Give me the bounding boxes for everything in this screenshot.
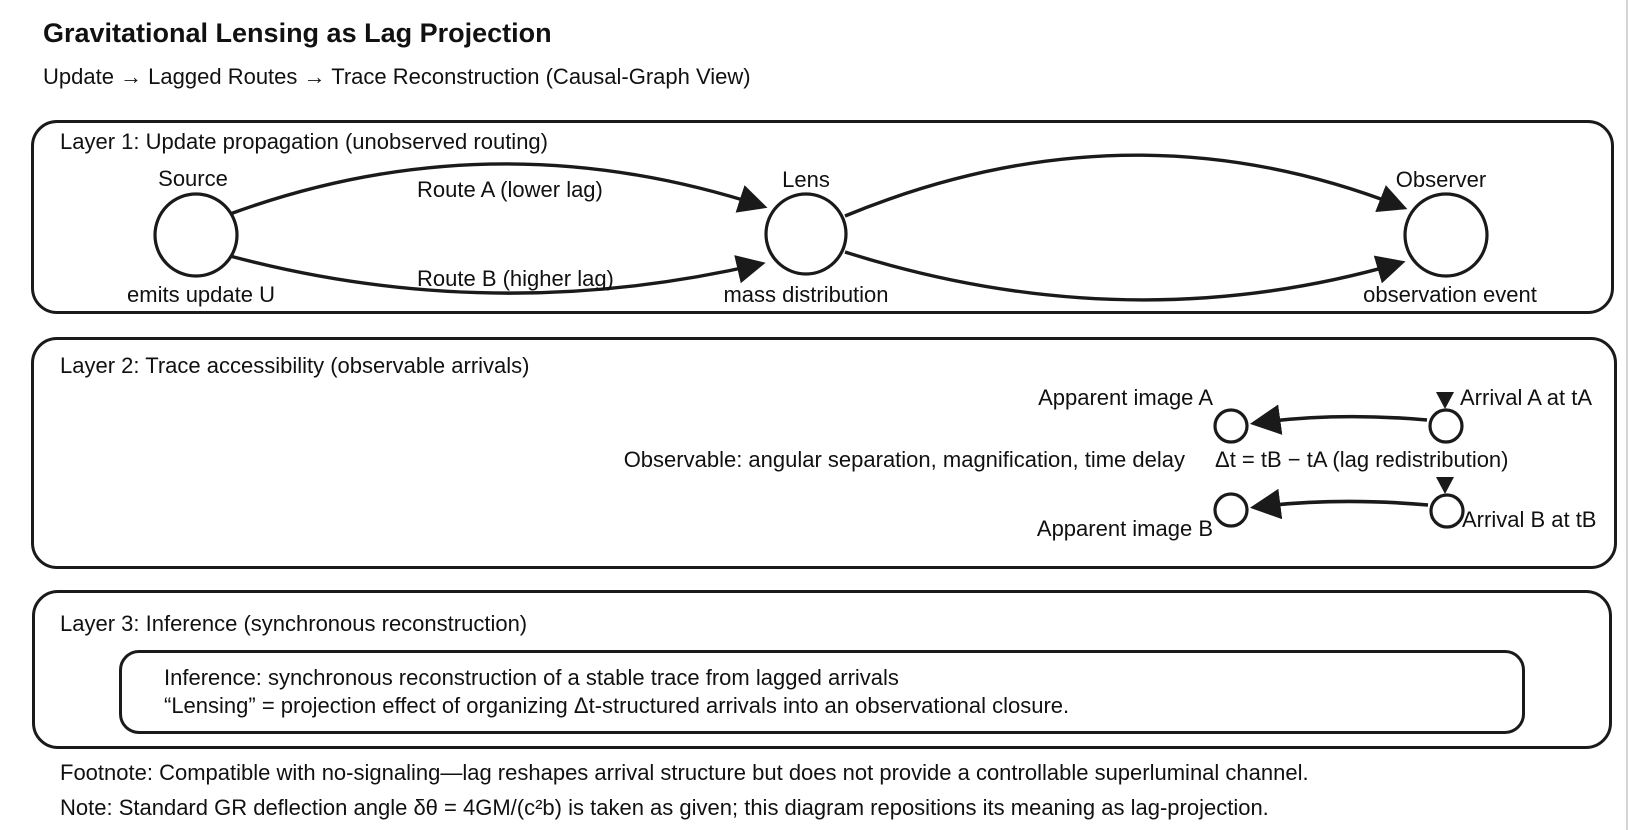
layer2-header: Layer 2: Trace accessibility (observable… <box>60 353 530 378</box>
layer1-header: Layer 1: Update propagation (unobserved … <box>60 129 548 154</box>
footnote-text: Footnote: Compatible with no-signaling—l… <box>60 760 1309 785</box>
route-b-label: Route B (higher lag) <box>417 266 614 291</box>
layer3-header: Layer 3: Inference (synchronous reconstr… <box>60 611 528 636</box>
arrival-b-label: Arrival B at tB <box>1462 507 1597 532</box>
note-text: Note: Standard GR deflection angle δθ = … <box>60 795 1269 820</box>
inference-inner-box <box>119 650 1525 734</box>
source-sublabel: emits update U <box>127 282 275 307</box>
source-label: Source <box>158 166 228 191</box>
page-title: Gravitational Lensing as Lag Projection <box>43 18 552 48</box>
page-subtitle: Update → Lagged Routes → Trace Reconstru… <box>43 64 751 89</box>
layer2-box <box>31 337 1617 569</box>
observer-sublabel: observation event <box>1363 282 1537 307</box>
apparent-image-a-label: Apparent image A <box>1038 385 1213 410</box>
inference-line1: Inference: synchronous reconstruction of… <box>164 665 899 690</box>
window-edge-line <box>1626 0 1628 830</box>
apparent-image-b-label: Apparent image B <box>1036 516 1213 541</box>
arrival-a-label: Arrival A at tA <box>1460 385 1593 410</box>
observer-label: Observer <box>1395 167 1487 192</box>
delta-t-label: Δt = tB − tA (lag redistribution) <box>1215 447 1509 472</box>
inference-line2: “Lensing” = projection effect of organiz… <box>164 693 1070 718</box>
route-a-label: Route A (lower lag) <box>417 177 603 202</box>
lens-sublabel: mass distribution <box>723 282 889 307</box>
lens-label: Lens <box>782 167 830 192</box>
observable-label: Observable: angular separation, magnific… <box>623 447 1185 472</box>
